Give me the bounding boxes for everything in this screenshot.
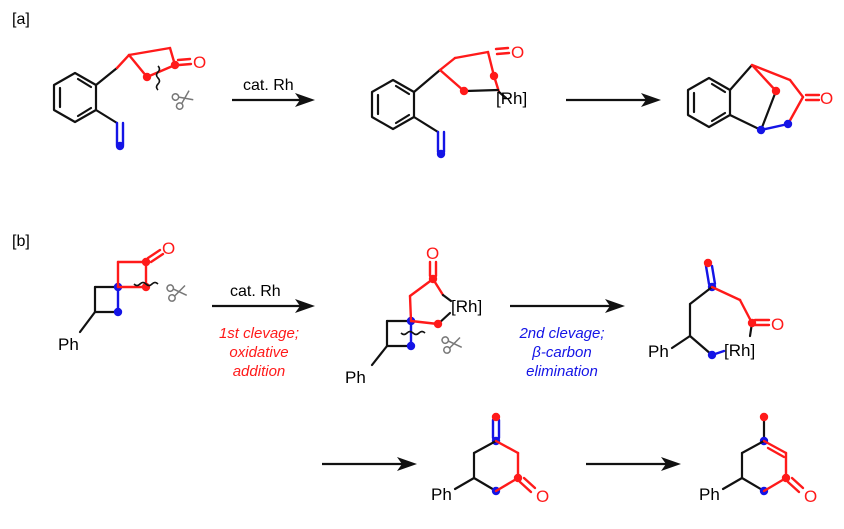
reaction-arrow-icon [397,457,417,471]
reaction-arrow-icon [605,299,625,313]
panel-a-substrate: O [52,46,206,151]
step2-line2: β-carbon [531,344,591,361]
panel-a-reagent: cat. Rh [243,77,294,94]
rhodium-label: [Rh] [451,297,482,316]
phenyl-label: Ph [345,368,366,387]
reaction-arrow-icon [295,299,315,313]
panel-a-arrow-2 [566,93,661,107]
cleavage-mark-icon [400,330,426,336]
benzene-ring [370,78,416,131]
panel-b-cyclohexenone: Ph O [699,412,817,506]
panel-b-cyclohexanone: Ph O [431,412,549,506]
carbonyl-oxygen: O [820,89,833,108]
carbonyl-oxygen: O [536,487,549,506]
panel-b-arrow-1: cat. Rh 1st clevage; oxidative addition [212,283,315,380]
carbonyl-oxygen: O [511,43,524,62]
phenyl-label: Ph [648,342,669,361]
carbonyl-oxygen: O [426,244,439,263]
step1-line3: addition [233,363,286,380]
carbonyl-oxygen: O [804,487,817,506]
step2-line1: 2nd clevage; [518,325,604,342]
cleavage-mark-icon [133,281,159,287]
panel-b-arrow-3 [322,457,417,471]
reaction-arrow-icon [641,93,661,107]
rhodium-label: [Rh] [496,89,527,108]
step2-line3: elimination [526,363,598,380]
rhodium-label: [Rh] [724,341,755,360]
panel-a-rhodacycle: O [Rh] [370,43,527,159]
phenyl-label: Ph [699,485,720,504]
cleavage-mark-icon [155,65,161,91]
panel-b-rhodacycle: Ph O [Rh] [345,244,482,387]
step1-line2: oxidative [229,344,288,361]
panel-b-ring-expanded-intermediate: Ph O [Rh] [648,258,784,361]
panel-a-arrow-1: cat. Rh [232,77,315,107]
carbonyl-oxygen: O [193,53,206,72]
panel-b-reagent: cat. Rh [230,283,281,300]
carbonyl-oxygen: O [162,239,175,258]
benzene-ring [686,76,732,129]
phenyl-label: Ph [58,335,79,354]
carbonyl-oxygen: O [771,315,784,334]
step1-line1: 1st clevage; [219,325,299,342]
panel-b-tag: [b] [12,233,30,250]
reaction-arrow-icon [295,93,315,107]
panel-b-arrow-2: 2nd clevage; β-carbon elimination [510,299,625,380]
panel-a-product: O [686,63,833,135]
phenyl-label: Ph [431,485,452,504]
reaction-arrow-icon [661,457,681,471]
panel-a-tag: [a] [12,11,30,28]
panel-b-substrate: Ph O [58,239,189,354]
panel-b-arrow-4 [586,457,681,471]
benzene-ring [52,71,98,124]
